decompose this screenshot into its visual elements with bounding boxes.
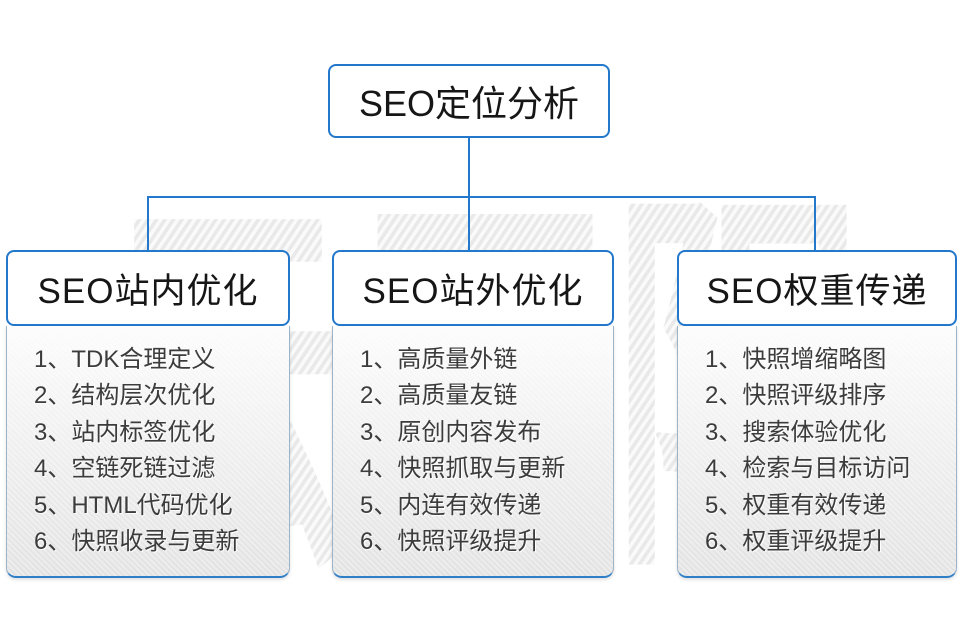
list-item: 2、结构层次优化: [34, 382, 216, 410]
list-item: 5、内连有效传递: [360, 491, 542, 519]
connector-drop-right: [814, 196, 816, 252]
weight-items: 1、快照增缩略图 2、快照评级排序 3、搜索体验优化 4、检索与目标访问 5、权…: [678, 326, 956, 560]
onsite-items: 1、TDK合理定义 2、结构层次优化 3、站内标签优化 4、空链死链过滤 5、H…: [7, 326, 289, 560]
root-node-label: SEO定位分析: [358, 83, 580, 124]
column-header-offsite: SEO站外优化: [332, 250, 614, 326]
column-header-offsite-label: SEO站外优化: [362, 271, 584, 311]
root-node: SEO定位分析: [328, 64, 610, 138]
column-header-weight-label: SEO权重传递: [706, 271, 928, 311]
list-item: 6、权重评级提升: [705, 527, 887, 555]
column-list-onsite: 1、TDK合理定义 2、结构层次优化 3、站内标签优化 4、空链死链过滤 5、H…: [6, 326, 290, 578]
list-item: 2、快照评级排序: [705, 382, 887, 410]
column-header-onsite: SEO站内优化: [6, 250, 290, 326]
list-item: 2、高质量友链: [360, 382, 518, 410]
list-item: 6、快照评级提升: [360, 527, 542, 555]
list-item: 5、HTML代码优化: [34, 491, 233, 519]
list-item: 1、TDK合理定义: [34, 346, 216, 373]
list-item: 3、原创内容发布: [360, 418, 542, 446]
list-item: 4、空链死链过滤: [34, 455, 216, 483]
list-item: 3、站内标签优化: [34, 418, 216, 446]
offsite-items: 1、高质量外链 2、高质量友链 3、原创内容发布 4、快照抓取与更新 5、内连有…: [333, 326, 613, 560]
connector-root-stem: [468, 138, 470, 198]
list-item: 3、搜索体验优化: [705, 418, 887, 446]
connector-drop-center: [468, 196, 470, 252]
column-list-offsite: 1、高质量外链 2、高质量友链 3、原创内容发布 4、快照抓取与更新 5、内连有…: [332, 326, 614, 578]
list-item: 4、快照抓取与更新: [360, 455, 566, 483]
list-item: 1、快照增缩略图: [705, 346, 887, 373]
column-header-weight: SEO权重传递: [677, 250, 957, 326]
connector-drop-left: [147, 196, 149, 252]
list-item: 5、权重有效传递: [705, 491, 887, 519]
column-list-weight: 1、快照增缩略图 2、快照评级排序 3、搜索体验优化 4、检索与目标访问 5、权…: [677, 326, 957, 578]
list-item: 6、快照收录与更新: [34, 527, 240, 555]
list-item: 1、高质量外链: [360, 346, 518, 373]
connector-horizontal: [147, 196, 816, 198]
column-header-onsite-label: SEO站内优化: [37, 271, 259, 311]
list-item: 4、检索与目标访问: [705, 455, 911, 483]
